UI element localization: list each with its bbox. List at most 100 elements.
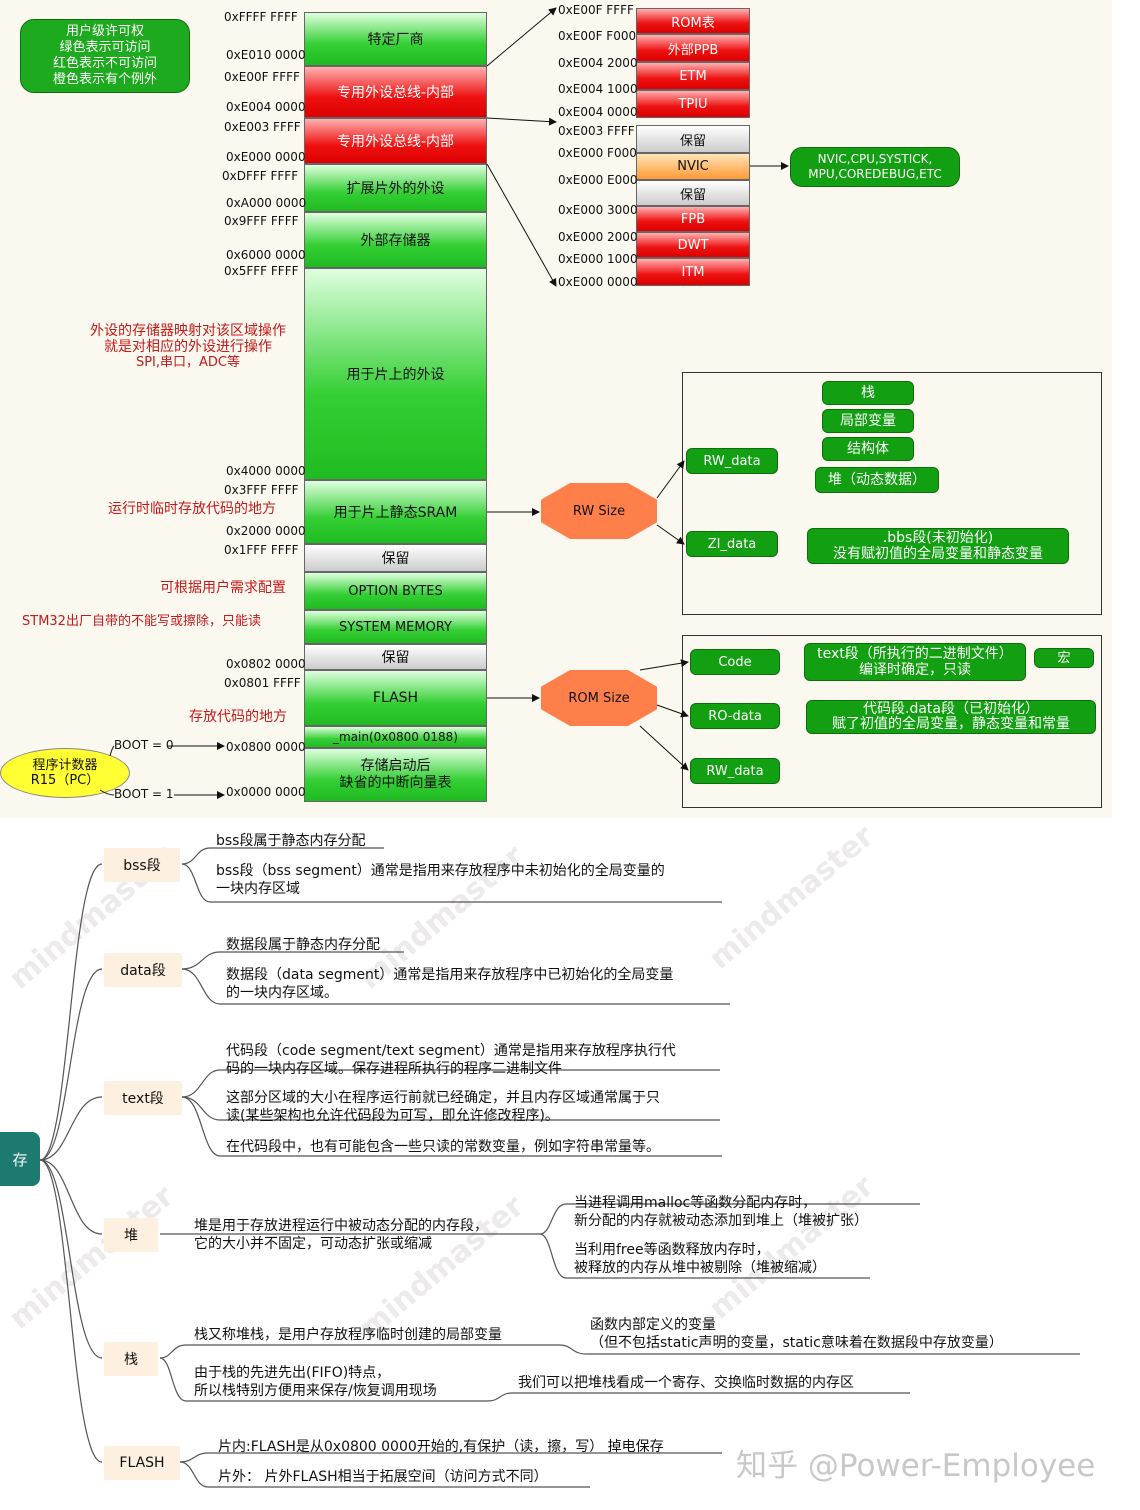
- rom-size-node: ROM Size: [541, 670, 657, 726]
- top-connectors: [99, 7, 789, 799]
- address-label: 0xE000 3000: [558, 203, 638, 217]
- block-reserved-2: 保留: [304, 644, 487, 670]
- address-label: 0x0800 0000: [226, 740, 306, 754]
- bss-note-line: .bbs段(未初始化): [882, 530, 994, 546]
- block-etm: ETM: [636, 62, 750, 90]
- rom-box: [682, 635, 1102, 808]
- stack-sub-1: 函数内部定义的变量（但不包括static声明的变量，static意味着在数据段中…: [590, 1317, 1003, 1351]
- flash-line-1: 片内:FLASH是从0x0800 0000开始的,有保护（读，擦，写） 掉电保存: [218, 1439, 664, 1455]
- address-label: 0xE000 E000: [558, 173, 638, 187]
- block-tpiu: TPIU: [636, 90, 750, 118]
- macro-note: 宏: [1034, 648, 1094, 668]
- data-line-1: 数据段属于静态内存分配: [226, 937, 380, 953]
- note-option: 可根据用户需求配置: [160, 580, 286, 596]
- address-label: 0xE004 0000: [558, 105, 638, 119]
- address-label: 0x0801 FFFF: [224, 676, 301, 690]
- legend-line: 绿色表示可访问: [59, 40, 151, 55]
- block-vendor: 特定厂商: [304, 12, 487, 66]
- code-node: Code: [690, 649, 780, 675]
- block-on-chip-peripheral: 用于片上的外设: [304, 268, 487, 480]
- note-line: 就是对相应的外设进行操作: [104, 339, 272, 355]
- legend-line: 用户级许可权: [65, 24, 144, 39]
- rw-box: [682, 372, 1102, 615]
- data-note-line: 代码段.data段（已初始化）: [863, 701, 1039, 717]
- credit-watermark: 知乎 @Power-Employee: [736, 1448, 1096, 1484]
- text-note-line: 编译时确定，只读: [859, 662, 971, 678]
- mindmap-root-label: 存: [12, 1150, 28, 1169]
- stack-sub-2: 我们可以把堆栈看成一个寄存、交换临时数据的内存区: [518, 1375, 854, 1391]
- stack-item: 栈: [822, 381, 914, 405]
- rom-rw-data-node: RW_data: [690, 758, 780, 784]
- stack-line-1: 栈又称堆栈，是用户存放程序临时创建的局部变量: [194, 1327, 502, 1343]
- block-itm: ITM: [636, 258, 750, 286]
- address-label: 0x2000 0000: [226, 524, 306, 538]
- bss-note: .bbs段(未初始化) 没有赋初值的全局变量和静态变量: [807, 528, 1069, 564]
- address-label: 0xE00F FFFF: [558, 3, 634, 17]
- data-note: 代码段.data段（已初始化） 赋了初值的全局变量，静态变量和常量: [806, 700, 1096, 734]
- legend-line: 橙色表示有个例外: [52, 72, 157, 87]
- text-line-3: 在代码段中，也有可能包含一些只读的常数变量，例如字符串常量等。: [226, 1139, 660, 1155]
- block-ppb-reserved-1: 保留: [636, 125, 750, 153]
- address-label: 0x6000 0000: [226, 248, 306, 262]
- vector-table-label-1: 存储启动后: [360, 758, 431, 774]
- node-data: data段: [104, 953, 182, 987]
- address-label: 0x1FFF FFFF: [224, 543, 299, 557]
- address-label: 0xA000 0000: [226, 196, 307, 210]
- block-ppb-internal-1: 专用外设总线-内部: [304, 66, 487, 118]
- nvic-note-line: MPU,COREDEBUG,ETC: [808, 167, 942, 181]
- program-counter-line: R15（PC）: [30, 773, 100, 788]
- program-counter: 程序计数器 R15（PC）: [0, 748, 130, 798]
- data-note-line: 赋了初值的全局变量，静态变量和常量: [832, 716, 1070, 732]
- block-rom-table: ROM表: [636, 8, 750, 34]
- node-bss: bss段: [104, 848, 180, 882]
- note-peripheral: 外设的存储器映射对该区域操作 就是对相应的外设进行操作 SPI,串口，ADC等: [75, 323, 301, 371]
- block-fpb: FPB: [636, 206, 750, 232]
- block-sram: 用于片上静态SRAM: [304, 480, 487, 544]
- boot1-label: BOOT = 1: [114, 787, 174, 801]
- note-sram: 运行时临时存放代码的地方: [108, 501, 276, 517]
- program-counter-line: 程序计数器: [32, 758, 98, 773]
- block-ppb-internal-2: 专用外设总线-内部: [304, 118, 487, 164]
- address-label: 0xDFFF FFFF: [222, 169, 299, 183]
- address-label: 0x9FFF FFFF: [224, 214, 299, 228]
- address-label: 0x0802 0000: [226, 657, 306, 671]
- nvic-note: NVIC,CPU,SYSTICK, MPU,COREDEBUG,ETC: [790, 147, 960, 187]
- flash-line-2: 片外： 片外FLASH相当于拓展空间（访问方式不同）: [218, 1469, 548, 1485]
- address-label: 0x5FFF FFFF: [224, 264, 299, 278]
- bss-line-2: bss段（bss segment）通常是指用来存放程序中未初始化的全局变量的一块…: [216, 863, 665, 897]
- address-label: 0xE000 0000: [226, 150, 306, 164]
- text-line-1: 代码段（code segment/text segment）通常是指用来存放程序…: [226, 1043, 676, 1077]
- data-line-2: 数据段（data segment）通常是指用来存放程序中已初始化的全局变量的一块…: [226, 967, 674, 1001]
- address-label: 0xE000 1000: [558, 252, 638, 266]
- heap-item: 堆（动态数据）: [815, 467, 939, 493]
- zi-data-node: ZI_data: [686, 531, 778, 557]
- block-nvic: NVIC: [636, 153, 750, 180]
- local-var-item: 局部变量: [822, 409, 914, 433]
- block-system-memory: SYSTEM MEMORY: [304, 610, 487, 644]
- address-label: 0x0000 0000: [226, 785, 306, 799]
- address-label: 0xE000 2000: [558, 230, 638, 244]
- address-label: 0xE003 FFFF: [224, 120, 301, 134]
- block-option-bytes: OPTION BYTES: [304, 572, 487, 610]
- nvic-note-line: NVIC,CPU,SYSTICK,: [817, 152, 933, 166]
- struct-item: 结构体: [822, 437, 914, 461]
- text-note: text段（所执行的二进制文件） 编译时确定，只读: [804, 643, 1026, 681]
- address-label: 0xE004 2000: [558, 56, 638, 70]
- node-text: text段: [104, 1081, 182, 1115]
- heap-line-1: 堆是用于存放进程运行中被动态分配的内存段，它的大小并不固定，可动态扩张或缩减: [194, 1218, 488, 1252]
- block-external-peripheral: 扩展片外的外设: [304, 164, 487, 212]
- note-line: SPI,串口，ADC等: [135, 355, 241, 370]
- block-ppb-reserved-2: 保留: [636, 180, 750, 206]
- text-note-line: text段（所执行的二进制文件）: [817, 646, 1013, 662]
- ro-data-node: RO-data: [690, 703, 780, 729]
- boot0-label: BOOT = 0: [114, 738, 174, 752]
- address-label: 0x3FFF FFFF: [224, 483, 299, 497]
- rw-data-node: RW_data: [686, 448, 778, 474]
- legend-line: 红色表示不可访问: [52, 56, 157, 71]
- node-stack: 栈: [104, 1342, 158, 1376]
- note-system: STM32出厂自带的不能写或擦除，只能读: [22, 614, 261, 629]
- block-external-ppb: 外部PPB: [636, 34, 750, 62]
- block-reserved-1: 保留: [304, 544, 487, 572]
- note-flash: 存放代码的地方: [189, 709, 287, 725]
- vector-table-label-2: 缺省的中断向量表: [339, 775, 452, 791]
